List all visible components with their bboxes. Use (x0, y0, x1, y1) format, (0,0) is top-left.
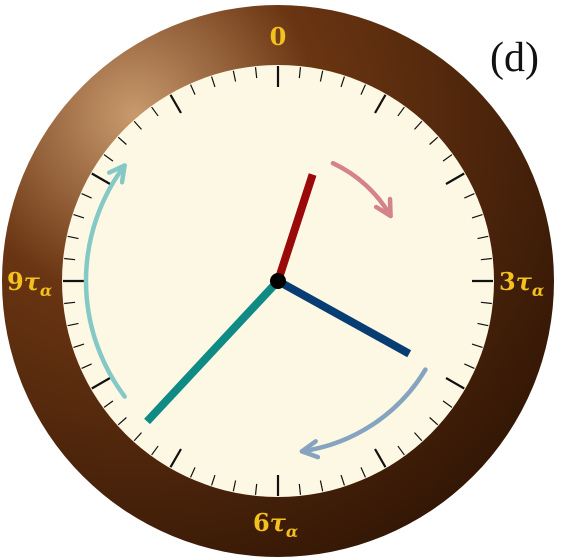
arrow-red-head (373, 196, 393, 219)
hand-navy (276, 277, 412, 358)
minor-tick (480, 257, 492, 261)
minor-tick (360, 467, 366, 478)
clock-hub (270, 273, 286, 289)
minor-tick (210, 474, 216, 486)
label-bottom-symbol: τ (270, 508, 287, 537)
tick-marks (63, 66, 493, 496)
minor-tick (477, 322, 489, 327)
major-tick (169, 94, 182, 114)
clock-hands (144, 173, 412, 425)
label-left-symbol: τ (24, 267, 41, 296)
minor-tick (477, 235, 489, 240)
minor-tick (340, 474, 346, 486)
minor-tick (414, 120, 423, 130)
major-tick (445, 172, 465, 185)
minor-tick (67, 322, 79, 327)
minor-tick (190, 467, 196, 478)
minor-tick (471, 343, 483, 349)
label-bottom-subscript: α (286, 522, 298, 541)
minor-tick (397, 445, 405, 456)
minor-tick (254, 67, 258, 79)
minor-tick (64, 257, 76, 261)
major-tick (374, 448, 387, 468)
minor-tick (340, 76, 346, 88)
minor-tick (103, 400, 114, 408)
hand-teal (144, 278, 281, 425)
minor-tick (464, 363, 475, 369)
minor-tick (190, 84, 196, 95)
minor-tick (67, 235, 79, 240)
minor-tick (73, 343, 85, 349)
minor-tick (298, 483, 302, 495)
rotation-arrows (83, 160, 428, 460)
minor-tick (397, 106, 405, 117)
label-right-subscript: α (532, 281, 544, 300)
minor-tick (464, 193, 475, 199)
minor-tick (429, 136, 439, 145)
minor-tick (442, 400, 453, 408)
arrow-navy-head (299, 439, 321, 460)
label-bottom-value: 6 (253, 508, 270, 537)
minor-tick (81, 363, 92, 369)
label-left-value: 9 (7, 267, 24, 296)
minor-tick (151, 445, 159, 456)
panel-label: (d) (490, 35, 539, 81)
label-right: 3τα (499, 267, 544, 300)
major-tick (445, 377, 465, 390)
minor-tick (360, 84, 366, 95)
minor-tick (480, 301, 492, 305)
label-top: 0 (270, 22, 287, 51)
minor-tick (319, 70, 324, 82)
major-tick (91, 377, 111, 390)
minor-tick (73, 213, 85, 219)
label-right-value: 3 (499, 267, 516, 296)
hand-red (274, 173, 317, 283)
minor-tick (429, 417, 439, 426)
minor-tick (298, 67, 302, 79)
minor-tick (117, 417, 127, 426)
minor-tick (103, 154, 114, 162)
minor-tick (133, 432, 142, 442)
minor-tick (254, 483, 258, 495)
major-tick (374, 94, 387, 114)
minor-tick (133, 120, 142, 130)
label-bottom: 6τα (253, 508, 298, 541)
minor-tick (117, 136, 127, 145)
minor-tick (232, 70, 237, 82)
minor-tick (81, 193, 92, 199)
minor-tick (232, 480, 237, 492)
minor-tick (319, 480, 324, 492)
minor-tick (151, 106, 159, 117)
arrow-teal-arc (83, 163, 127, 399)
major-tick (169, 448, 182, 468)
label-left: 9τα (7, 267, 52, 300)
minor-tick (442, 154, 453, 162)
arrow-navy-arc (299, 367, 428, 454)
minor-tick (64, 301, 76, 305)
label-left-subscript: α (40, 281, 52, 300)
minor-tick (414, 432, 423, 442)
minor-tick (210, 76, 216, 88)
major-tick (91, 172, 111, 185)
label-right-symbol: τ (516, 267, 533, 296)
arrow-teal-head (107, 163, 127, 185)
minor-tick (471, 213, 483, 219)
arrow-red-arc (330, 160, 393, 219)
